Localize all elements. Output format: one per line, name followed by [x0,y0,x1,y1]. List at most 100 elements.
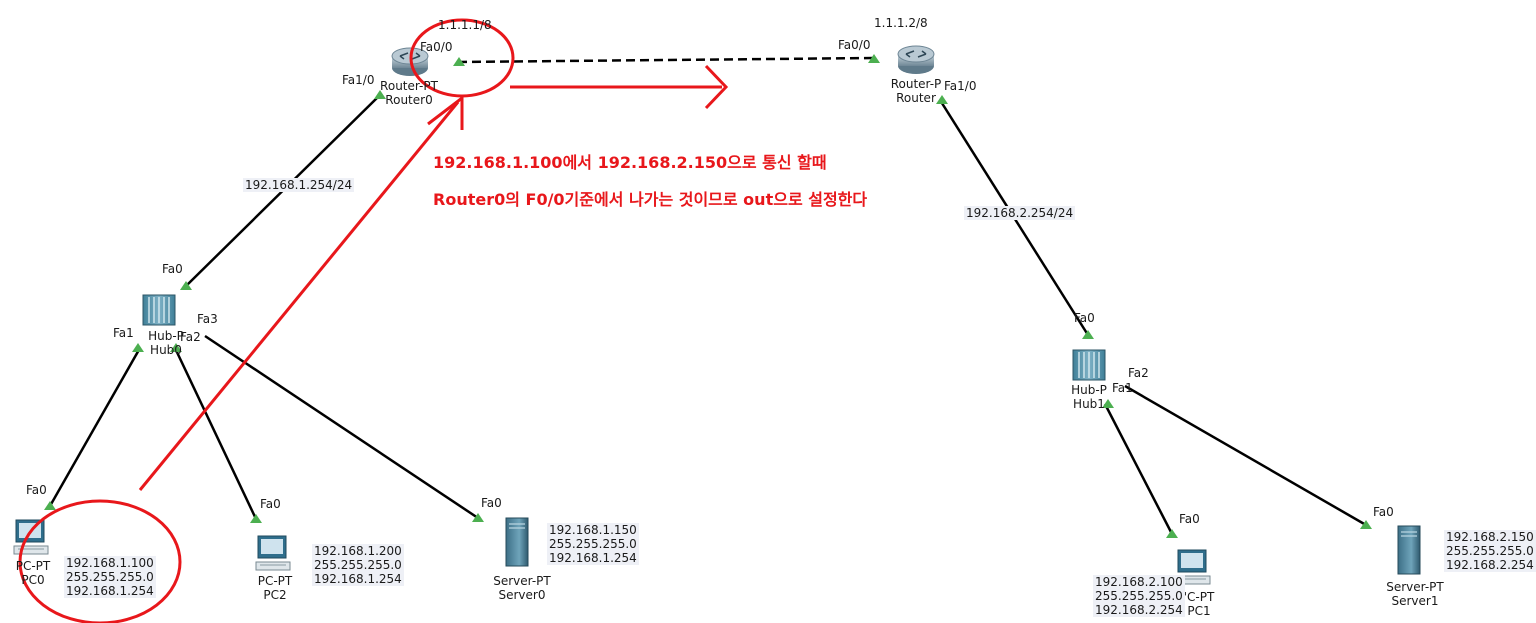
default-gateway: 192.168.1.254 [66,584,154,598]
highlight-circle-router0-fa00 [409,18,515,98]
port-pc0-fa0 [44,501,56,510]
device-name: Server1 [1391,594,1439,608]
port-hub0-fa0 [180,281,192,290]
device-type: PC-PT [257,574,293,588]
subnet-mask: 255.255.255.0 [314,558,402,572]
subnet-mask: 255.255.255.0 [549,537,637,551]
port-label-hub1-fa1: Fa1 [1112,381,1133,395]
default-gateway: 192.168.2.254 [1446,558,1534,572]
device-type: Router-PT [380,79,438,93]
port-server0-fa0 [472,513,484,522]
port-label-pc2-fa0: Fa0 [260,497,281,511]
pc1-label: 'C-PT PC1 [1178,590,1220,618]
annotation-line-2: Router0의 F0/0기준에서 나가는 것이므로 out으로 설정한다 [433,190,868,209]
router-icon[interactable] [897,45,935,74]
pc-icon[interactable] [13,519,49,555]
link-router0-router1[interactable] [457,56,876,64]
device-type: PC-PT [15,559,51,573]
annotation-marks [18,18,729,623]
server-icon[interactable] [505,517,529,567]
device-name: Server0 [498,588,546,602]
highlight-circle-pc0 [18,499,182,623]
default-gateway: 192.168.1.254 [549,551,637,565]
port-label-hub1-fa2: Fa2 [1128,366,1149,380]
port-router1-fa10 [936,95,948,104]
port-label-hub0-fa0: Fa0 [162,262,183,276]
pc-icon[interactable] [1175,549,1211,585]
router0-ip-label: 1.1.1.1/8 [438,18,492,32]
hub-icon[interactable] [142,294,176,326]
ip-address: 192.168.2.150 [1446,530,1534,544]
device-name: Router [896,91,936,105]
device-name: PC1 [1187,604,1211,618]
ip-address: 192.168.2.100 [1095,575,1183,589]
server0-ip-config: 192.168.1.150 255.255.255.0 192.168.1.25… [547,523,639,565]
port-label-pc1-fa0: Fa0 [1179,512,1200,526]
default-gateway: 192.168.1.254 [314,572,402,586]
server1-label: Server-PT Server1 [1383,580,1447,608]
port-hub1-fa1 [1102,399,1114,408]
annotation-line-1: 192.168.1.100에서 192.168.2.150으로 통신 할때 [433,153,827,172]
port-label-hub1-fa0: Fa0 [1074,311,1095,325]
default-gateway: 192.168.2.254 [1095,603,1183,617]
link-hub0-pc0[interactable] [48,347,142,507]
port-pc1-fa0 [1166,529,1178,538]
port-label-server1-fa0: Fa0 [1373,505,1394,519]
link-hub1-server1[interactable] [1124,384,1367,527]
device-type: Hub-P [1071,383,1107,397]
arrow-outbound-head [704,64,729,110]
pc1-ip-config: 192.168.2.100 255.255.255.0 192.168.2.25… [1093,575,1185,617]
router1-ip-label: 1.1.1.2/8 [874,16,928,30]
subnet-mask: 255.255.255.0 [1095,589,1183,603]
hub-icon[interactable] [1072,349,1106,381]
subnet-mask: 255.255.255.0 [1446,544,1534,558]
device-name: Router0 [385,93,433,107]
pc0-ip-config: 192.168.1.100 255.255.255.0 192.168.1.25… [64,556,156,598]
pc-icon[interactable] [255,535,291,571]
port-hub0-fa1 [132,343,144,352]
port-label-server0-fa0: Fa0 [481,496,502,510]
server0-label: Server-PT Server0 [490,574,554,602]
port-hub0-fa2 [170,343,182,352]
port-indicators [44,54,1372,538]
port-label-router0-fa00: Fa0/0 [420,40,453,54]
arrow-pc0-to-router0-head [427,94,464,130]
port-label-hub0-fa2: Fa2 [180,330,201,344]
port-router0-fa10 [374,90,386,99]
device-type: 'C-PT [1183,590,1215,604]
device-type: Router-P [890,77,942,91]
port-label-router1-fa00: Fa0/0 [838,38,871,52]
device-name: Hub0 [150,343,182,357]
router0-label: Router-PT Router0 [378,79,440,107]
port-server1-fa0 [1360,520,1372,529]
ip-address: 192.168.1.200 [314,544,402,558]
port-label-router0-fa10: Fa1/0 [342,73,375,87]
server1-ip-config: 192.168.2.150 255.255.255.0 192.168.2.25… [1444,530,1536,572]
pc2-label: PC-PT PC2 [250,574,300,602]
device-type: Server-PT [493,574,551,588]
pc2-ip-config: 192.168.1.200 255.255.255.0 192.168.1.25… [312,544,404,586]
port-label-hub0-fa1: Fa1 [113,326,134,340]
pc0-label: PC-PT PC0 [8,559,58,587]
lan2-gateway-label: 192.168.2.254/24 [964,206,1076,220]
server-icon[interactable] [1397,525,1421,575]
lan1-gateway-label: 192.168.1.254/24 [243,178,355,192]
hub1-label: Hub-P Hub1 [1066,383,1112,411]
link-hub0-server0[interactable] [204,334,479,520]
subnet-mask: 255.255.255.0 [66,570,154,584]
device-name: Hub1 [1073,397,1105,411]
port-pc2-fa0 [250,514,262,523]
arrow-pc0-to-router0 [138,101,460,491]
link-hub0-pc2[interactable] [173,347,258,520]
device-name: PC2 [263,588,287,602]
links [48,56,1367,535]
hub0-label: Hub-P Hub0 [146,329,186,357]
link-hub1-pc1[interactable] [1103,403,1174,535]
port-label-hub0-fa3: Fa3 [197,312,218,326]
port-label-router1-fa10: Fa1/0 [944,79,977,93]
ip-address: 192.168.1.150 [549,523,637,537]
device-type: Hub-P [148,329,184,343]
ip-address: 192.168.1.100 [66,556,154,570]
port-router1-fa00 [868,54,880,63]
